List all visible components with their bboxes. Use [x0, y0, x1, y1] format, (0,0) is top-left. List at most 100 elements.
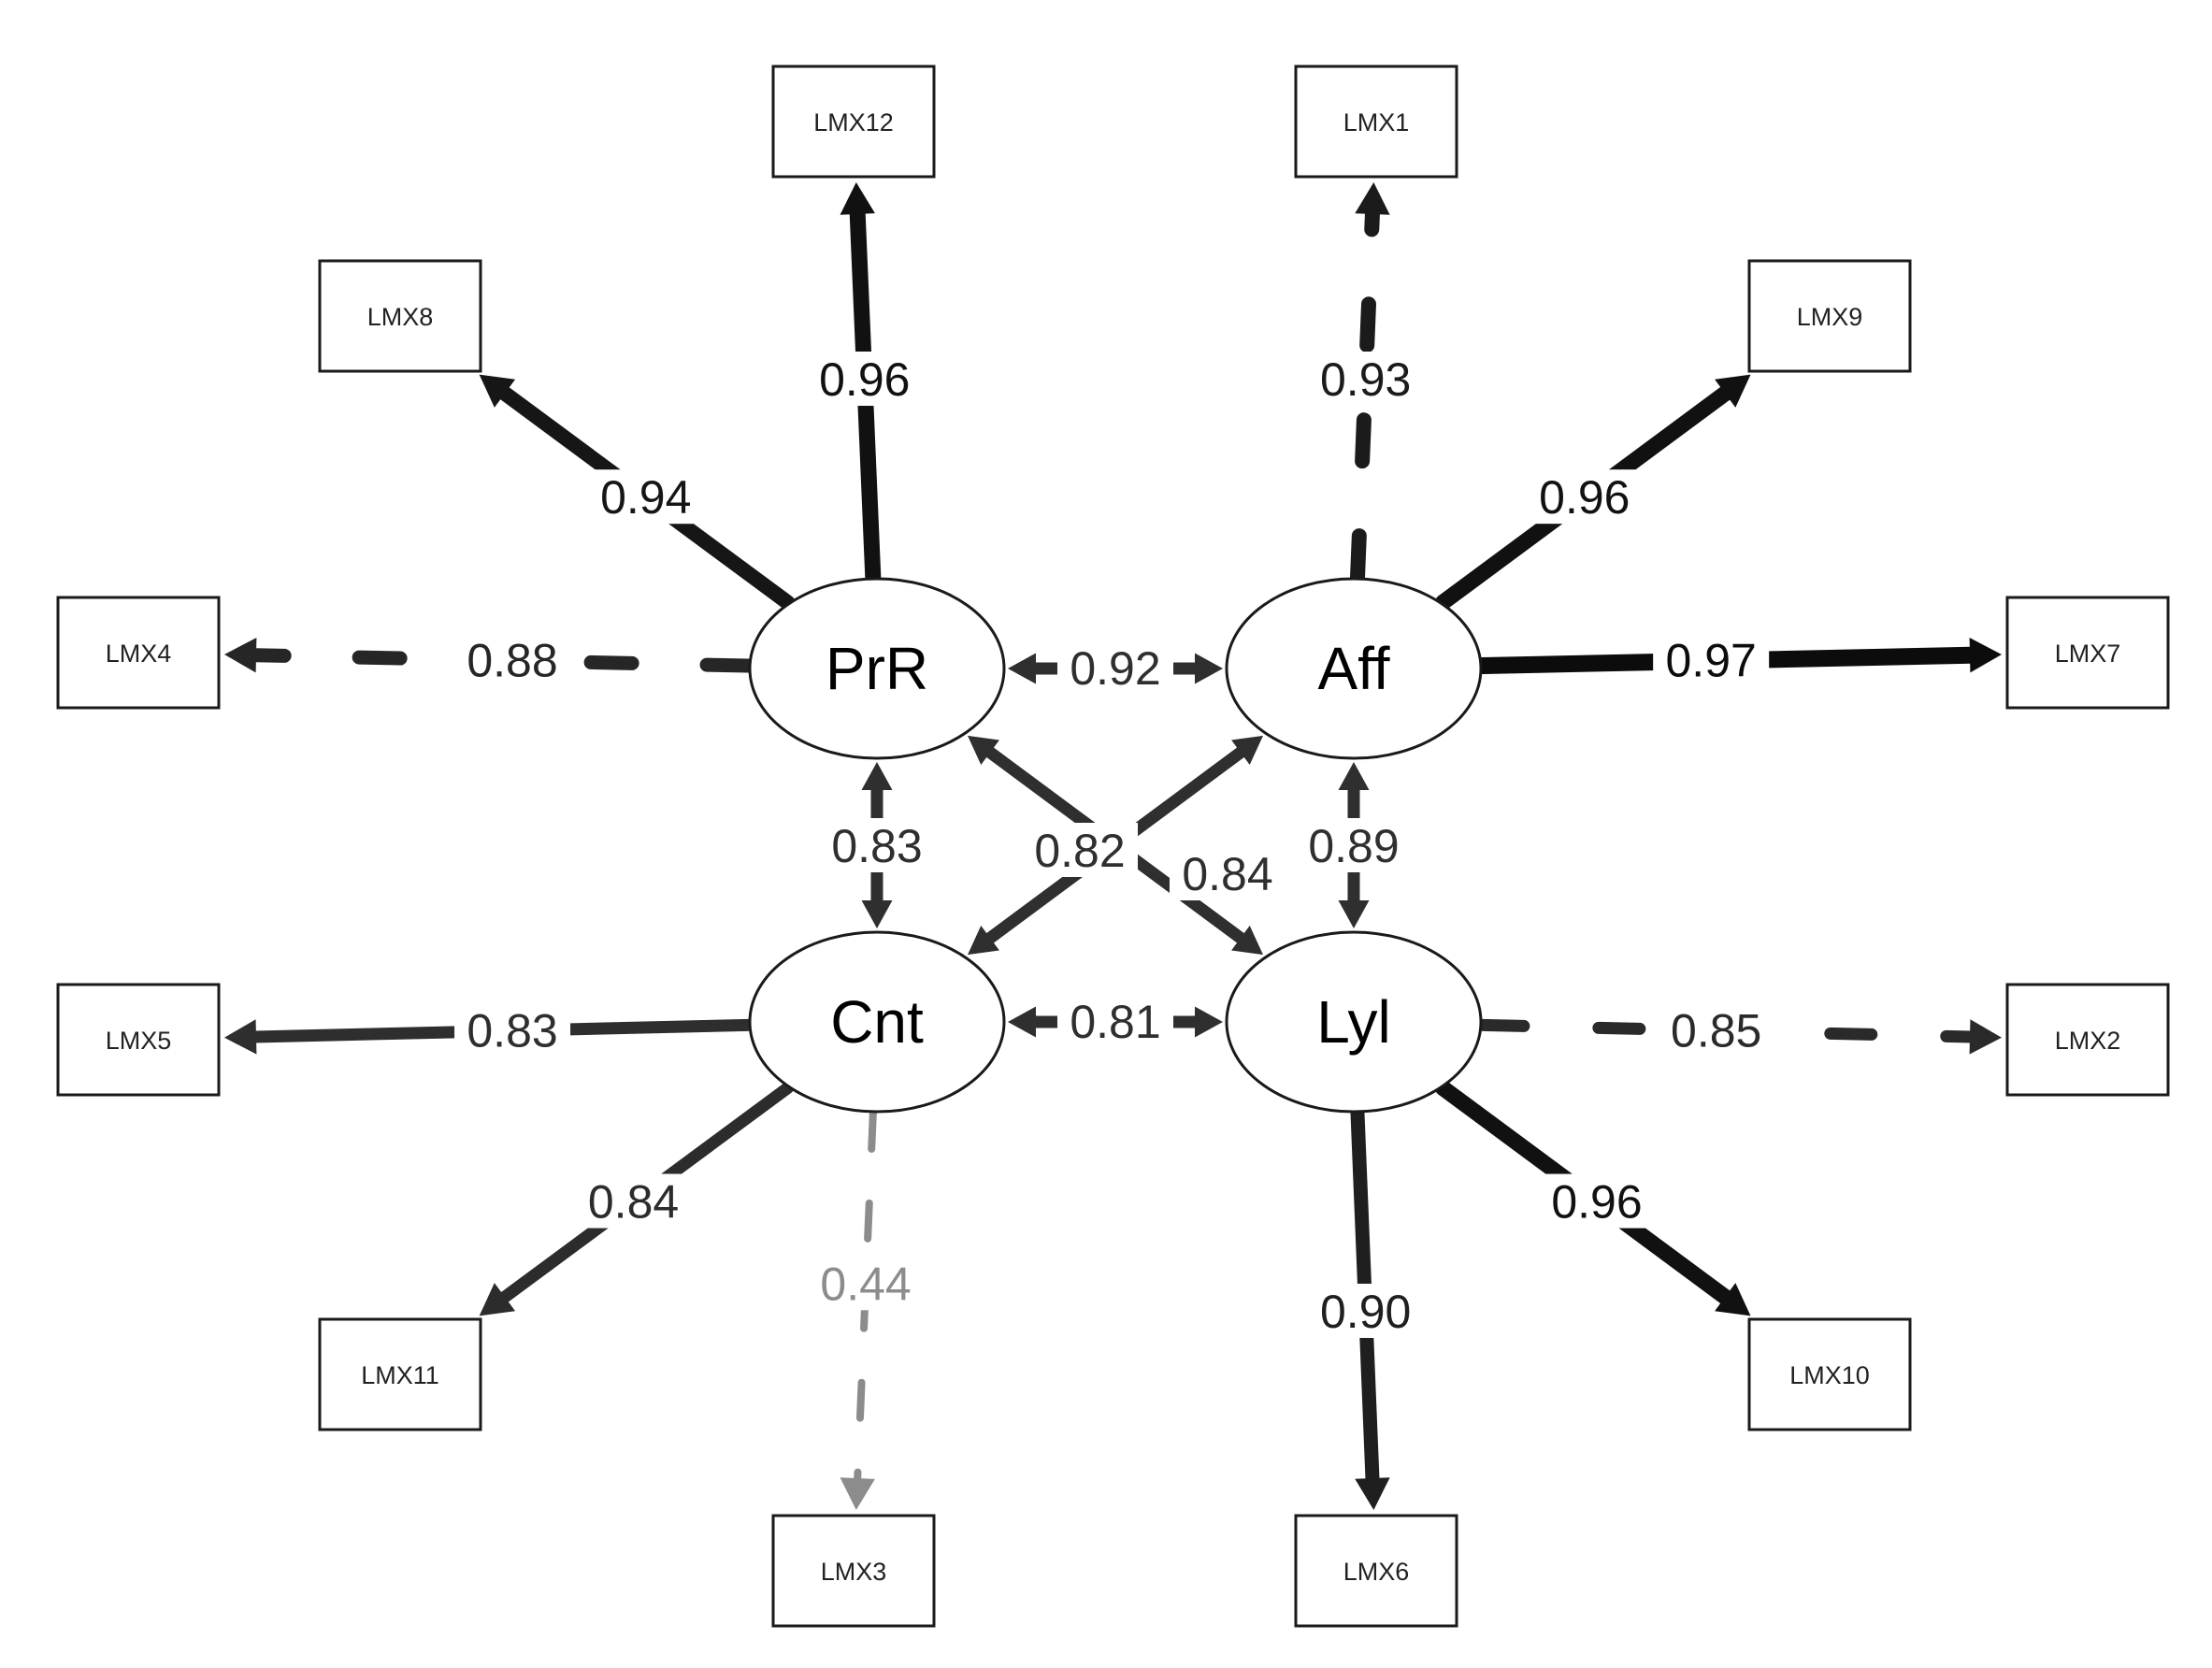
indicator-box-lmx12: [771, 65, 936, 179]
indicator-label-lmx5: LMX5: [106, 1027, 172, 1055]
arrowhead-lmx1: [1355, 181, 1390, 215]
loading-label-lmx12-background: [806, 352, 923, 407]
loading-label-lmx10-background: [1538, 1173, 1655, 1229]
covariance-arrowhead-cnt-4b: [968, 925, 999, 956]
arrowhead-lmx11: [479, 1283, 516, 1316]
indicator-label-lmx9: LMX9: [1797, 303, 1863, 331]
covariance-arrowhead-aff-4a: [1231, 735, 1263, 766]
arrowhead-lmx7: [1969, 638, 2003, 673]
indicator-label-lmx10: LMX10: [1789, 1361, 1870, 1389]
indicator-label-lmx1: LMX1: [1343, 108, 1410, 137]
covariance-label-cnt-lyl: 0.81: [1070, 996, 1160, 1048]
latent-lyl: Lyl: [1225, 930, 1483, 1114]
loading-label-lmx1: 0.93: [1320, 353, 1411, 406]
loading-label-lmx11-group: 0.84: [575, 1173, 692, 1229]
covariance-label-cnt-aff: 0.82: [1034, 825, 1125, 877]
indicator-lmx7: LMX7: [2005, 596, 2170, 710]
covariance-arrowhead-lyl-3a: [1195, 1006, 1223, 1038]
indicator-lmx10: LMX10: [1747, 1317, 1912, 1431]
indicator-label-lmx8: LMX8: [367, 303, 434, 331]
covariance-arrowhead-prr-1b: [861, 762, 893, 790]
loading-label-lmx4: 0.88: [467, 635, 557, 687]
loading-label-lmx9-group: 0.96: [1526, 469, 1643, 525]
indicator-box-lmx8: [318, 259, 482, 373]
indicator-box-lmx11: [318, 1317, 482, 1431]
loading-label-lmx8: 0.94: [600, 471, 691, 524]
latent-label-prr: PrR: [826, 635, 928, 702]
loading-label-lmx5-group: 0.83: [454, 1002, 571, 1057]
indicator-lmx4: LMX4: [56, 596, 221, 710]
loading-label-lmx10-group: 0.96: [1538, 1173, 1655, 1229]
indicator-label-lmx4: LMX4: [106, 640, 172, 668]
arrowhead-lmx10: [1715, 1283, 1751, 1316]
loading-label-lmx4-group: 0.88: [454, 632, 571, 687]
latent-prr: PrR: [748, 577, 1006, 760]
latent-label-aff: Aff: [1317, 635, 1389, 702]
arrowhead-lmx3: [840, 1477, 875, 1511]
indicator-box-lmx1: [1294, 65, 1458, 179]
covariance-label-aff-lyl-background: [1296, 818, 1412, 872]
indicator-lmx11: LMX11: [318, 1317, 482, 1431]
loading-label-lmx3: 0.44: [820, 1258, 911, 1310]
loading-label-lmx5-background: [454, 1002, 571, 1057]
indicator-label-lmx12: LMX12: [813, 108, 894, 137]
indicator-box-lmx3: [771, 1514, 936, 1628]
loading-label-lmx7-group: 0.97: [1653, 632, 1770, 687]
loading-label-lmx6-group: 0.90: [1307, 1283, 1424, 1338]
loading-label-lmx9: 0.96: [1539, 471, 1630, 524]
covariance-arrowhead-cnt-3b: [1008, 1006, 1036, 1038]
covariance-arrowhead-aff-2b: [1338, 762, 1370, 790]
loading-label-lmx9-background: [1526, 469, 1643, 525]
arrowhead-lmx4: [223, 638, 257, 673]
indicator-lmx5: LMX5: [56, 983, 221, 1097]
covariance-label-prr-aff: 0.92: [1070, 642, 1160, 695]
indicator-label-lmx3: LMX3: [821, 1558, 887, 1586]
indicator-lmx6: LMX6: [1294, 1514, 1458, 1628]
arrowhead-lmx6: [1355, 1477, 1390, 1511]
indicator-label-lmx7: LMX7: [2055, 640, 2121, 668]
loading-label-lmx2-group: 0.85: [1658, 1002, 1774, 1057]
latent-ellipse-lyl: [1225, 930, 1483, 1114]
covariance-label-prr-lyl-group: 0.84: [1170, 846, 1286, 900]
indicator-lmx12: LMX12: [771, 65, 936, 179]
covariance-label-prr-lyl: 0.84: [1182, 848, 1272, 900]
loading-label-lmx11: 0.84: [588, 1176, 679, 1229]
arrowhead-lmx9: [1715, 374, 1751, 408]
loading-label-lmx12-group: 0.96: [806, 352, 923, 407]
indicator-lmx2: LMX2: [2005, 983, 2170, 1097]
latent-cnt: Cnt: [748, 930, 1006, 1114]
covariance-label-prr-cnt-background: [819, 818, 935, 872]
loading-label-lmx5: 0.83: [467, 1004, 557, 1057]
covariance-arrowhead-prr-5b: [968, 735, 999, 766]
covariance-label-aff-lyl-group: 0.89: [1296, 818, 1412, 872]
latent-ellipse-prr: [748, 577, 1006, 760]
loading-label-lmx2: 0.85: [1671, 1004, 1761, 1057]
loading-label-lmx6: 0.90: [1320, 1286, 1411, 1338]
loading-label-lmx12: 0.96: [819, 353, 910, 406]
indicator-box-lmx9: [1747, 259, 1912, 373]
indicator-box-lmx4: [56, 596, 221, 710]
covariance-label-prr-aff-group: 0.92: [1057, 640, 1173, 695]
loading-label-lmx8-background: [587, 469, 704, 525]
indicator-lmx3: LMX3: [771, 1514, 936, 1628]
indicator-lmx9: LMX9: [1747, 259, 1912, 373]
loading-label-lmx3-group: 0.44: [808, 1256, 925, 1311]
latent-aff: Aff: [1225, 577, 1483, 760]
loading-label-lmx6-background: [1307, 1283, 1424, 1338]
covariance-label-cnt-aff-group: 0.82: [1022, 823, 1138, 877]
loading-label-lmx1-background: [1307, 352, 1424, 407]
indicator-box-lmx5: [56, 983, 221, 1097]
arrowhead-lmx5: [223, 1019, 257, 1055]
covariance-label-aff-lyl: 0.89: [1308, 820, 1399, 872]
latent-label-lyl: Lyl: [1316, 988, 1390, 1056]
covariance-label-prr-lyl-background: [1170, 846, 1286, 900]
loading-label-lmx4-background: [454, 632, 571, 687]
indicator-lmx1: LMX1: [1294, 65, 1458, 179]
indicator-box-lmx2: [2005, 983, 2170, 1097]
arrowhead-lmx2: [1969, 1019, 2003, 1055]
covariance-arrowhead-lyl-2a: [1338, 900, 1370, 928]
covariance-arrowhead-cnt-1a: [861, 900, 893, 928]
covariance-arrowhead-prr-0b: [1008, 653, 1036, 684]
